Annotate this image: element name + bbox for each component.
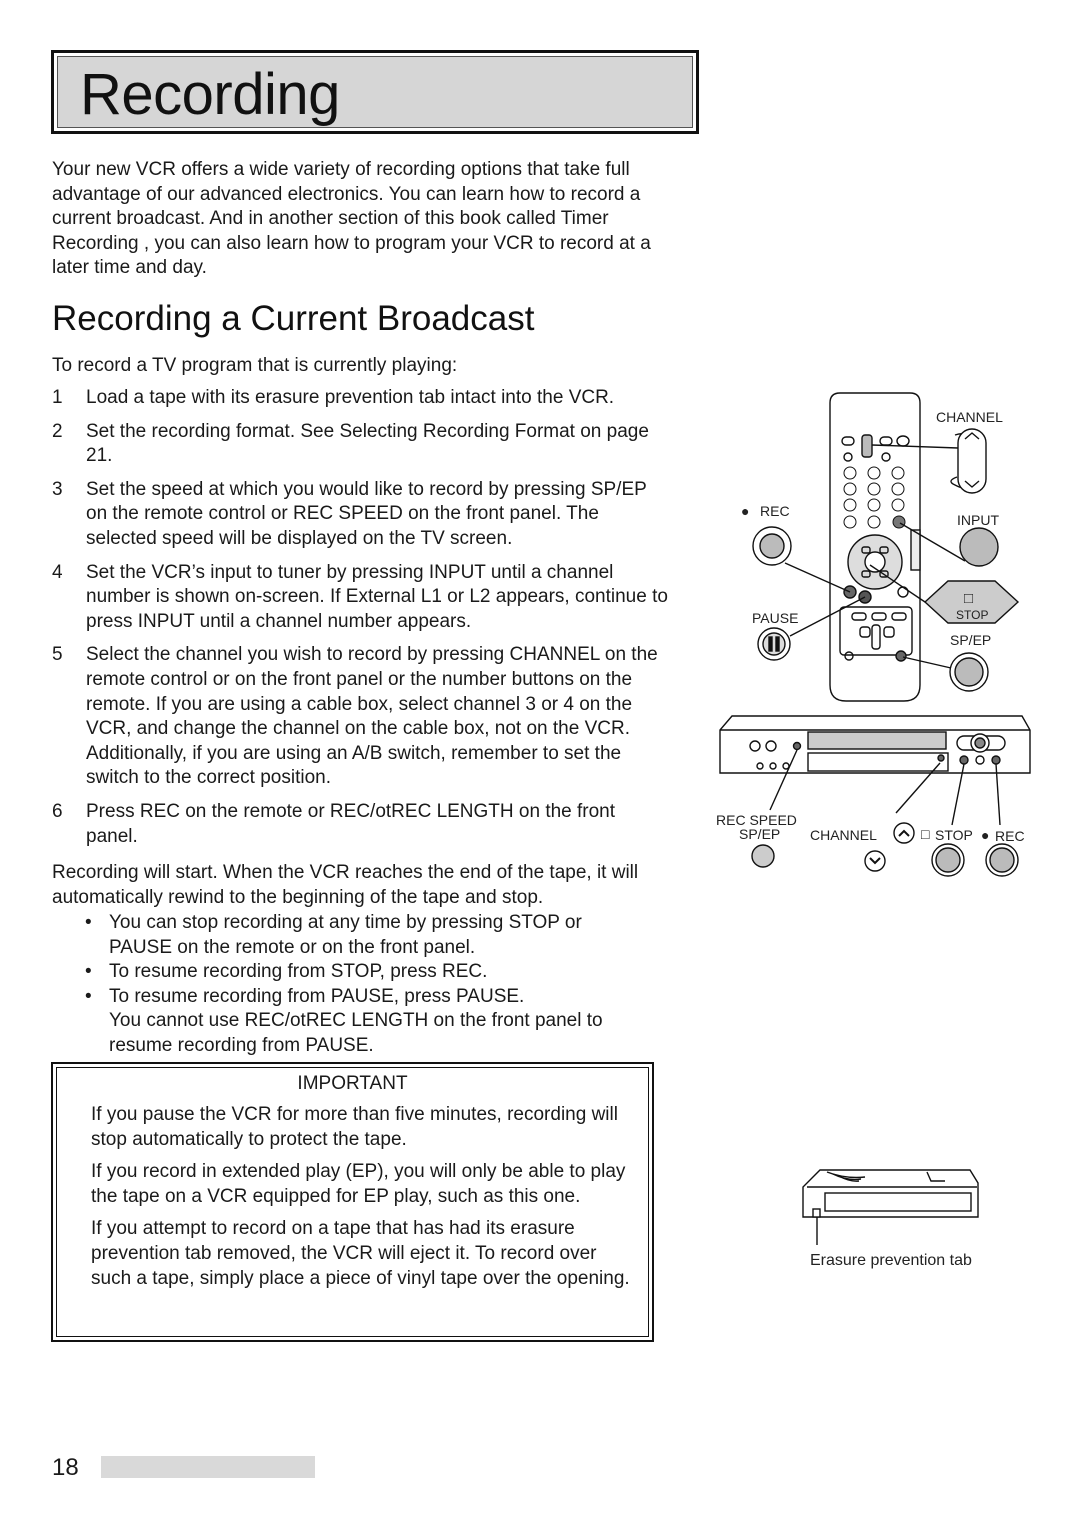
page-title: Recording [80, 62, 340, 127]
steps-list: 1 Load a tape with its erasure prevention… [52, 386, 672, 858]
step-number: 4 [52, 561, 63, 583]
important-paragraph: If you attempt to record on a tape that … [91, 1218, 630, 1289]
rec-bullet-icon: ● [741, 503, 750, 519]
bullet-item: • To resume recording from PAUSE, press P… [85, 985, 645, 1010]
step-text: Set the speed at which you would like to… [86, 478, 647, 549]
input-label: INPUT [957, 512, 999, 528]
bullet-marker: • [85, 985, 92, 1007]
step-number: 1 [52, 387, 63, 408]
step-item: 2 Set the recording format. See Selecting… [52, 420, 672, 469]
cassette-illustration [802, 1169, 979, 1245]
channel-label: CHANNEL [936, 409, 1003, 425]
important-paragraph: If you pause the VCR for more than five … [91, 1104, 618, 1150]
step-item: 3 Set the speed at which you would like t… [52, 478, 672, 552]
step-text: Select the channel you wish to record by… [86, 644, 658, 789]
bullet-marker: • [85, 912, 92, 933]
step-text: Press REC on the remote or REC/otREC LEN… [86, 800, 616, 847]
bullet-marker: • [85, 961, 92, 983]
rec-speed-label: REC SPEED [716, 812, 797, 828]
step-number: 5 [52, 644, 63, 666]
step-text: Load a tape with its erasure prevention … [86, 387, 615, 408]
spep-front-label: SP/EP [739, 826, 781, 842]
important-title: IMPORTANT [297, 1073, 408, 1094]
step-text: Set the VCR’s input to tuner by pressing… [86, 561, 668, 632]
lead-text: To record a TV program that is currently… [52, 355, 458, 376]
step-item: 4 Set the VCR’s input to tuner by pressin… [52, 561, 672, 635]
page-footer-bar [101, 1456, 315, 1478]
after-steps-text: Recording will start. When the VCR reach… [52, 862, 639, 908]
step-item: 6 Press REC on the remote or REC/otREC LE… [52, 800, 672, 849]
important-paragraph: If you record in extended play (EP), you… [91, 1161, 626, 1207]
bullet-item: • You can stop recording at any time by p… [85, 911, 645, 960]
remote-vcr-illustration [719, 392, 1031, 877]
rec-front-label: REC [995, 828, 1025, 844]
step-number: 2 [52, 420, 63, 442]
rec-label: REC [760, 503, 790, 519]
spep-label: SP/EP [950, 632, 992, 648]
stop-front-symbol-icon: □ [921, 826, 930, 842]
stop-symbol-icon: □ [964, 590, 974, 607]
bullet-note: You cannot use REC/otREC LENGTH on the f… [109, 1010, 603, 1056]
bullet-text: To resume recording from PAUSE, press PA… [109, 985, 525, 1007]
title-banner-fill: Recording [57, 56, 693, 128]
stop-label: STOP [956, 608, 989, 622]
intro-paragraph: Your new VCR offers a wide variety of re… [52, 159, 651, 279]
step-item: 5 Select the channel you wish to record b… [52, 643, 672, 791]
step-number: 6 [52, 800, 63, 822]
rec-front-symbol-icon: ● [981, 827, 990, 843]
tape-caption: Erasure prevention tab [810, 1252, 972, 1269]
bullet-list: • You can stop recording at any time by p… [85, 911, 645, 1059]
step-number: 3 [52, 478, 63, 500]
section-title: Recording a Current Broadcast [52, 299, 535, 338]
title-banner: Recording [51, 50, 699, 134]
bullet-text: To resume recording from STOP, press REC… [109, 961, 488, 983]
channel-front-label: CHANNEL [810, 827, 877, 843]
important-paragraphs: If you pause the VCR for more than five … [91, 1103, 631, 1299]
stop-front-label: STOP [935, 827, 973, 843]
step-item: 1 Load a tape with its erasure prevention… [52, 386, 672, 411]
pause-label: PAUSE [752, 610, 799, 626]
important-box: IMPORTANT If you pause the VCR for more … [51, 1062, 654, 1342]
page-number: 18 [52, 1454, 79, 1481]
step-text: Set the recording format. See Selecting … [86, 420, 649, 467]
bullet-item: • To resume recording from STOP, press RE… [85, 960, 645, 985]
important-box-inner: IMPORTANT If you pause the VCR for more … [56, 1067, 649, 1337]
bullet-text: You can stop recording at any time by pr… [109, 912, 582, 958]
